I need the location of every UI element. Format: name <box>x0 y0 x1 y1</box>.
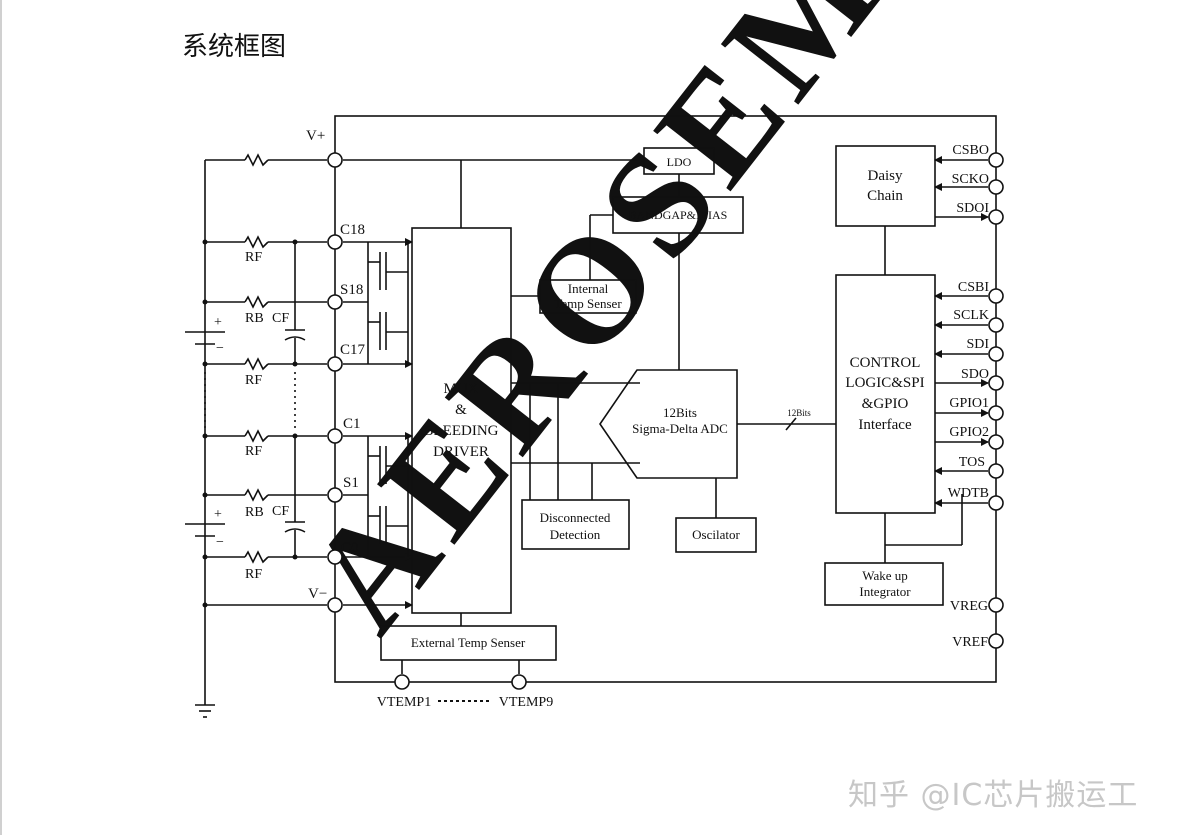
label-c0: C0 <box>341 540 359 556</box>
pin-v-plus <box>327 152 343 168</box>
wakeup-integrator-block <box>824 562 944 606</box>
label-plus-2: + <box>214 507 222 522</box>
pin-vtemp1 <box>394 674 410 690</box>
label-minus-1: − <box>216 341 224 356</box>
pin-wdtb <box>988 495 1004 511</box>
disconnected-label-2: Detection <box>550 527 601 542</box>
bandgap-label: BANDGAP&IBIAS <box>629 208 728 222</box>
page-title: 系统框图 <box>182 32 287 62</box>
label-c1: C1 <box>343 416 361 432</box>
pin-s18 <box>327 294 343 310</box>
control-label-4: Interface <box>858 417 912 433</box>
pin-vreg <box>988 597 1004 613</box>
pin-csbi <box>988 288 1004 304</box>
pin-c1 <box>327 428 343 444</box>
chip-outline <box>334 115 997 683</box>
pin-v-minus <box>327 597 343 613</box>
label-sdo: SDO <box>961 367 989 382</box>
label-plus-1: + <box>214 315 222 330</box>
wakeup-label-1: Wake up <box>862 568 908 583</box>
label-scko: SCKO <box>952 172 989 187</box>
pin-s1 <box>327 487 343 503</box>
disconnected-label-1: Disconnected <box>540 510 611 525</box>
control-label-1: CONTROL <box>850 355 921 371</box>
internal-temp-label-2: Temp Senser <box>554 296 622 311</box>
adc-block <box>599 369 738 479</box>
pin-gpio1 <box>988 405 1004 421</box>
label-gpio1: GPIO1 <box>949 396 989 411</box>
adc-label-1: 12Bits <box>663 405 697 420</box>
adc-label-2: Sigma-Delta ADC <box>632 421 728 436</box>
bus-width-label: 12Bits <box>787 408 811 418</box>
daisy-label-1: Daisy <box>868 168 903 184</box>
label-wdtb: WDTB <box>948 486 989 501</box>
label-sdoi: SDOI <box>956 201 989 216</box>
label-rf-4: RF <box>245 567 262 582</box>
pin-sdo <box>988 375 1004 391</box>
label-vreg: VREG <box>950 599 988 614</box>
pin-vref <box>988 633 1004 649</box>
pin-sdoi <box>988 209 1004 225</box>
internal-temp-label-1: Internal <box>568 281 609 296</box>
label-gpio2: GPIO2 <box>949 425 989 440</box>
pin-tos <box>988 463 1004 479</box>
mux-label-4: DRIVER <box>433 444 489 460</box>
pin-c0 <box>327 549 343 565</box>
label-cf-1: CF <box>272 311 289 326</box>
oscillator-label: Oscilator <box>692 527 740 542</box>
label-rf-3: RF <box>245 444 262 459</box>
pin-c18 <box>327 234 343 250</box>
label-c17: C17 <box>340 342 366 358</box>
pin-sdi <box>988 346 1004 362</box>
external-temp-senser-block <box>380 625 557 661</box>
label-rb-2: RB <box>245 505 264 520</box>
ldo-label: LDO <box>667 155 692 169</box>
page-left-border <box>0 0 2 835</box>
external-temp-label: External Temp Senser <box>411 635 526 650</box>
wakeup-label-2: Integrator <box>859 584 911 599</box>
label-vref: VREF <box>952 635 988 650</box>
label-vtemp9: VTEMP9 <box>499 695 553 710</box>
daisy-label-2: Chain <box>867 188 903 204</box>
pin-c17 <box>327 356 343 372</box>
mux-label-3: BLEEDING <box>424 423 499 439</box>
label-csbo: CSBO <box>952 143 989 158</box>
label-sdi: SDI <box>966 337 989 352</box>
mux-label-2: & <box>455 402 467 418</box>
pin-vtemp9 <box>511 674 527 690</box>
pin-csbo <box>988 152 1004 168</box>
label-vtemp1: VTEMP1 <box>377 695 431 710</box>
control-label-3: &GPIO <box>862 396 909 412</box>
label-cf-2: CF <box>272 504 289 519</box>
pin-gpio2 <box>988 434 1004 450</box>
label-s1: S1 <box>343 475 359 491</box>
label-minus-2: − <box>216 535 224 550</box>
source-watermark: 知乎 @IC芯片搬运工 <box>848 778 1139 813</box>
diagonal-watermark: AEROSEMI <box>275 0 958 660</box>
mux-label-1: MUX <box>443 381 478 397</box>
label-rf-2: RF <box>245 373 262 388</box>
label-v-minus: V− <box>308 586 327 602</box>
label-c18: C18 <box>340 222 365 238</box>
pin-sclk <box>988 317 1004 333</box>
label-v-plus: V+ <box>306 128 325 144</box>
label-rb-1: RB <box>245 311 264 326</box>
label-rf-1: RF <box>245 250 262 265</box>
label-s18: S18 <box>340 282 363 298</box>
label-tos: TOS <box>959 455 985 470</box>
label-csbi: CSBI <box>958 280 989 295</box>
disconnected-detection-block <box>521 499 630 550</box>
control-logic-block <box>835 274 936 514</box>
label-sclk: SCLK <box>953 308 989 323</box>
pin-scko <box>988 179 1004 195</box>
control-label-2: LOGIC&SPI <box>845 375 924 391</box>
daisy-chain-block <box>835 145 936 227</box>
